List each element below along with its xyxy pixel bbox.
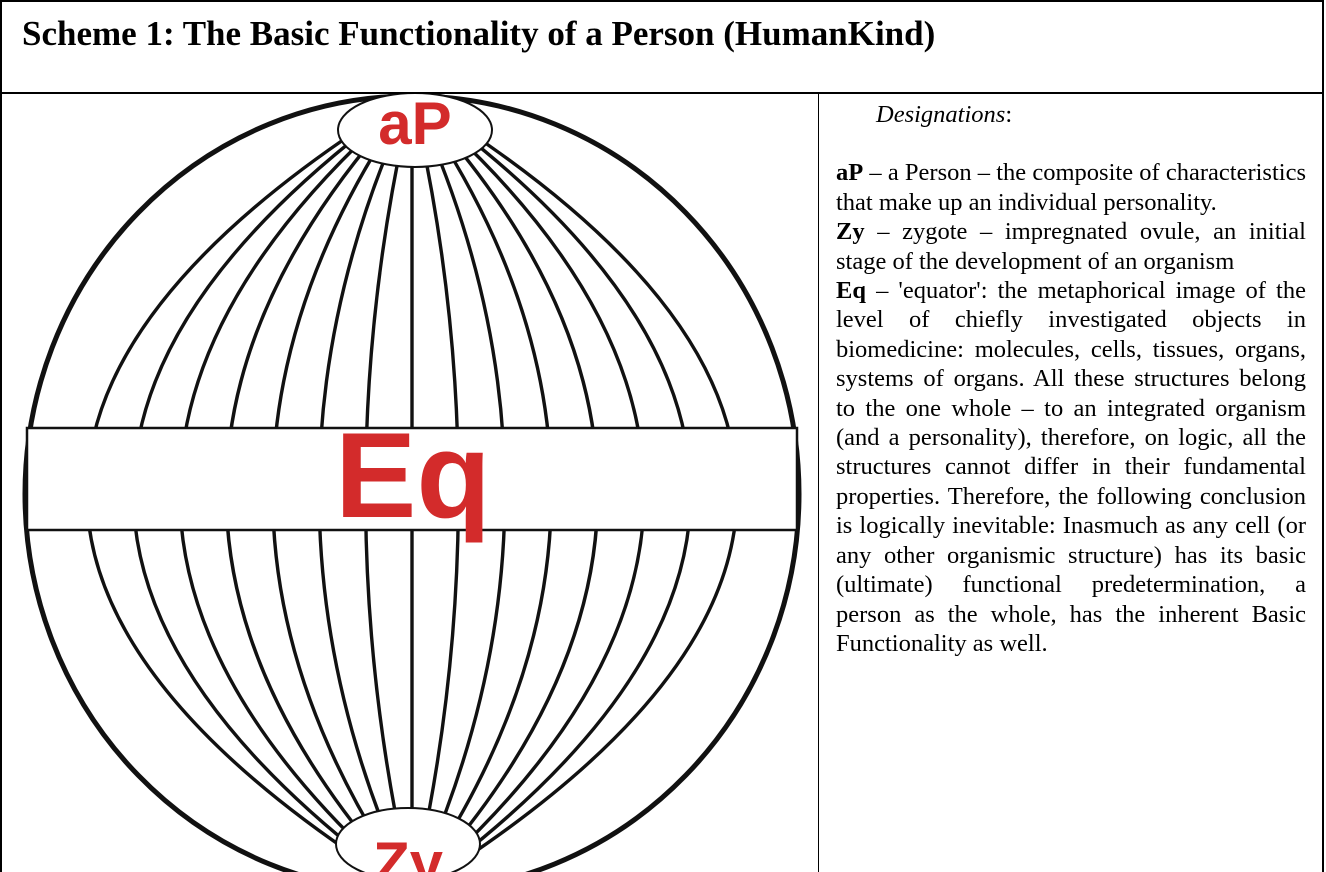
sphere-svg: Eq aP Zy bbox=[22, 94, 802, 872]
designation-item-zy: Zy – zygote – impregnated ovule, an init… bbox=[836, 217, 1306, 276]
equator-band bbox=[25, 426, 799, 532]
designation-definition: – a Person – the composite of characteri… bbox=[836, 159, 1306, 216]
bottom-pole-label: Zy bbox=[373, 830, 444, 872]
designations-heading: Designations: bbox=[876, 101, 1013, 128]
table-border-right bbox=[1322, 0, 1324, 872]
scheme-title: Scheme 1: The Basic Functionality of a P… bbox=[22, 14, 936, 53]
designation-term: Eq bbox=[836, 277, 866, 305]
designation-definition: – zygote – impregnated ovule, an initial… bbox=[836, 218, 1306, 275]
equator-label: Eq bbox=[335, 407, 491, 543]
table-border-top bbox=[0, 0, 1324, 2]
header-divider bbox=[0, 92, 1324, 94]
bottom-pole-ellipse bbox=[335, 807, 481, 872]
designation-term: aP bbox=[836, 159, 864, 187]
designation-item-eq: Eq – 'equator': the metaphorical image o… bbox=[836, 276, 1306, 658]
sphere-diagram: Eq aP Zy bbox=[3, 94, 817, 872]
designations-panel: Designations: aP – a Person – the compos… bbox=[836, 100, 1306, 658]
table-border-left bbox=[0, 0, 2, 872]
designation-definition: – 'equator': the metaphorical image of t… bbox=[836, 277, 1306, 657]
top-pole-label: aP bbox=[378, 94, 451, 157]
column-divider bbox=[818, 93, 819, 872]
designation-term: Zy bbox=[836, 218, 865, 246]
top-pole-ellipse bbox=[337, 94, 493, 168]
designation-item-ap: aP – a Person – the composite of charact… bbox=[836, 158, 1306, 217]
